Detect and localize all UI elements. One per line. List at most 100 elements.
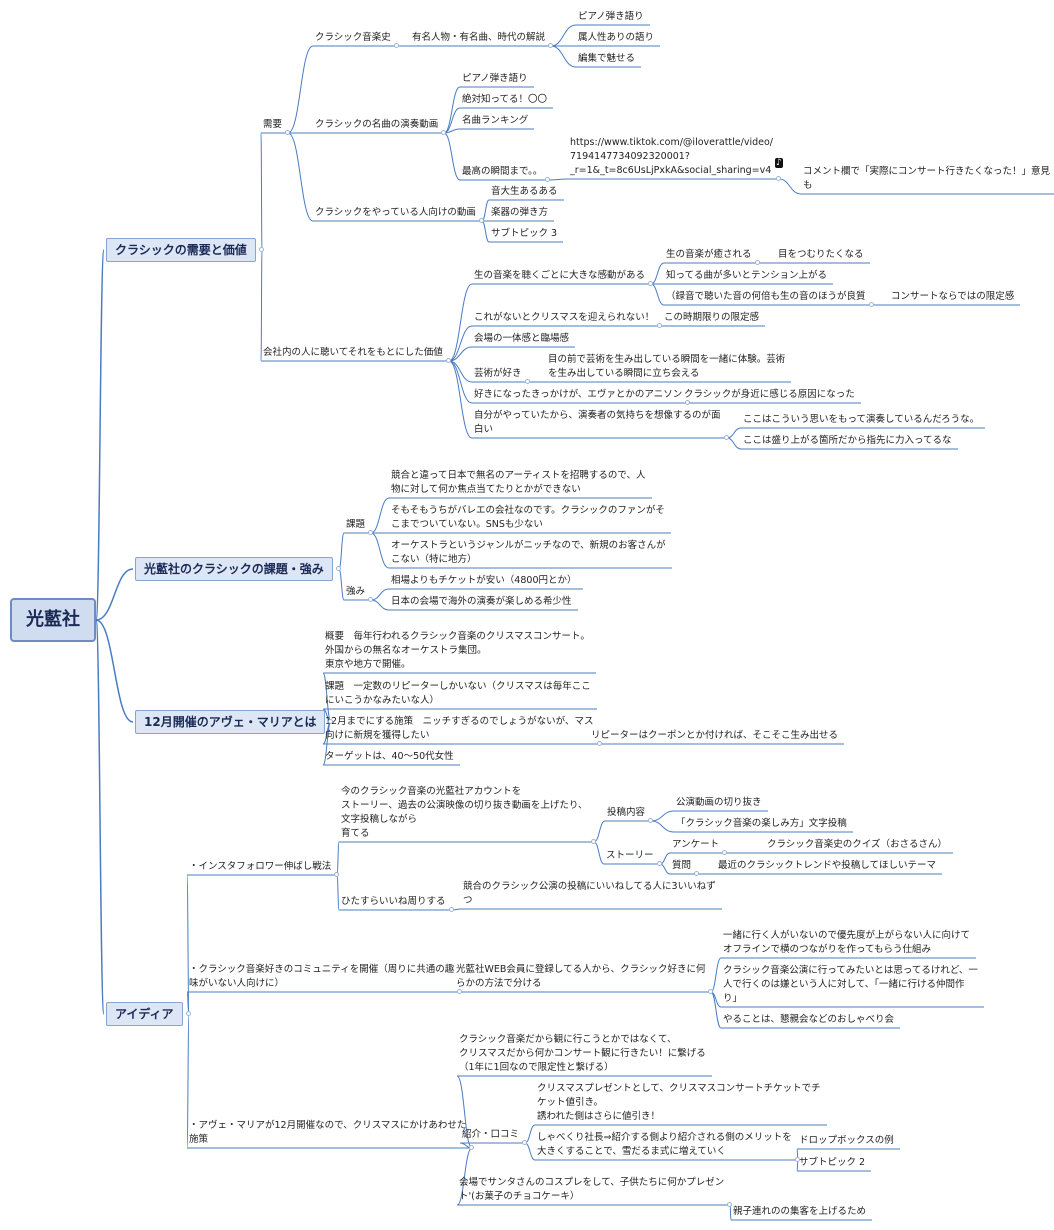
collapse-toggle-icon[interactable]: [776, 176, 781, 181]
topic-must-know[interactable]: 絶対知ってる！〇〇: [462, 94, 548, 105]
topic-repeater[interactable]: リピーターはクーポンとか付ければ、そこそこ生み出せる: [591, 730, 839, 741]
collapse-toggle-icon[interactable]: [548, 43, 553, 48]
collapse-toggle-icon[interactable]: [285, 130, 290, 135]
topic-company-value[interactable]: 会社内の人に聴いてそれをもとにした価値: [263, 347, 443, 358]
collapse-toggle-icon[interactable]: [368, 530, 373, 535]
topic-meetup[interactable]: やることは、懇親会などのおしゃべり会: [723, 1014, 895, 1025]
collapse-toggle-icon[interactable]: [755, 260, 760, 265]
topic-alone[interactable]: クラシック音楽公演に行ってみたいとは思ってるけれど、一 人で行くのは嫌という人に…: [723, 965, 978, 1004]
topic-challenge[interactable]: 課題 一定数のリピーターしかいない（クリスマスは毎年ここ にいこうかなみたいな人…: [325, 681, 591, 706]
topic-issue3[interactable]: オーケストラというジャンルがニッチなので、新規のお客さんが こない（特に地方）: [391, 540, 666, 565]
topic-strength2[interactable]: 日本の会場で海外の演奏が楽しめる希少性: [391, 596, 572, 607]
topic-players-video[interactable]: クラシックをやっている人向けの動画: [315, 207, 476, 218]
collapse-toggle-icon[interactable]: [441, 130, 446, 135]
topic-community[interactable]: ・クラシック音楽好きのコミュニティを開催（周りに共通の趣 味がいない人向けに）: [189, 964, 455, 989]
topic-limited-time[interactable]: この時期限りの限定感: [664, 312, 760, 323]
topic-enjoy-text[interactable]: 「クラシック音楽の楽しみ方」文字投稿: [676, 818, 847, 829]
topic-history[interactable]: クラシック音楽史: [315, 32, 391, 43]
tiktok-icon[interactable]: ♪: [775, 158, 783, 168]
collapse-toggle-icon[interactable]: [685, 400, 690, 405]
collapse-toggle-icon[interactable]: [648, 281, 653, 286]
topic-personality[interactable]: 属人性ありの語り: [578, 32, 655, 43]
topic-santa[interactable]: 会場でサンタさんのコスプレをして、子供たちに何かプレゼン ト'(お菓子のチョコケ…: [459, 1177, 725, 1202]
topic-ceo[interactable]: しゃべくり社長⇒紹介する側より紹介される側のメリットを 大きくすることで、雪だる…: [537, 1132, 792, 1157]
collapse-toggle-icon[interactable]: [259, 247, 264, 252]
topic-overview[interactable]: 概要 毎年行われるクラシック音楽のクリスマスコンサート。 外国からの無名なオーケ…: [325, 631, 590, 670]
topic-like-desc[interactable]: 競合のクラシック公演の投稿にいいねしてる人に3いいねず つ: [463, 881, 716, 906]
collapse-toggle-icon[interactable]: [727, 1202, 732, 1207]
topic-imagine[interactable]: 自分がやっていたから、演奏者の気持ちを想像するのが面 白い: [474, 410, 721, 435]
collapse-toggle-icon[interactable]: [186, 1011, 191, 1016]
collapse-toggle-icon[interactable]: [694, 871, 699, 876]
topic-art-lover[interactable]: 芸術が好き: [474, 368, 522, 379]
topic-history-desc[interactable]: 有名人物・有名曲、時代の解説: [412, 32, 546, 43]
collapse-toggle-icon[interactable]: [708, 989, 713, 994]
topic-no-christmas[interactable]: これがないとクリスマスを迎えられない！: [474, 312, 655, 323]
topic-editing[interactable]: 編集で魅せる: [578, 53, 636, 64]
collapse-toggle-icon[interactable]: [368, 597, 373, 602]
topic-referral[interactable]: 紹介・口コミ: [462, 1129, 520, 1140]
topic-issue2[interactable]: そもそもうちがバレエの会社なのです。クラシックのファンがそ こまでついていない。…: [391, 505, 665, 530]
topic-trigger[interactable]: 好きになったきっかけが、エヴァとかのアニソン: [474, 389, 683, 400]
main-topic-b1[interactable]: クラシックの需要と価値: [106, 238, 256, 262]
topic-imagine1[interactable]: ここはこういう思いをもって演奏しているんだろうな。: [743, 414, 980, 425]
topic-quiz[interactable]: クラシック音楽史のクイズ（おさるさん）: [767, 839, 948, 850]
collapse-toggle-icon[interactable]: [795, 1157, 800, 1162]
collapse-toggle-icon[interactable]: [724, 435, 729, 440]
topic-subtopic3[interactable]: サブトピック 3: [491, 228, 558, 239]
topic-close-eyes[interactable]: 目をつむりたくなる: [778, 249, 864, 260]
collapse-toggle-icon[interactable]: [525, 379, 530, 384]
collapse-toggle-icon[interactable]: [591, 839, 596, 844]
topic-big-sound[interactable]: 音大生あるある: [491, 186, 558, 197]
topic-demand[interactable]: 需要: [263, 119, 283, 130]
collapse-toggle-icon[interactable]: [722, 850, 727, 855]
topic-comment[interactable]: コメント欄で「実際にコンサート行きたくなった！」意見も: [803, 166, 1051, 191]
collapse-toggle-icon[interactable]: [522, 1140, 527, 1145]
topic-offline[interactable]: 一緒に行く人がいないので優先度が上がらない人に向けて オフラインで横のつながりを…: [723, 930, 971, 955]
topic-piano1[interactable]: ピアノ弾き語り: [578, 11, 644, 22]
collapse-toggle-icon[interactable]: [657, 861, 662, 866]
topic-live-moved[interactable]: 生の音楽を聴くごとに大きな感動がある: [474, 270, 646, 281]
collapse-toggle-icon[interactable]: [597, 741, 602, 746]
topic-strength1[interactable]: 相場よりもチケットが安い（4800円とか）: [391, 575, 577, 586]
collapse-toggle-icon[interactable]: [336, 566, 341, 571]
collapse-toggle-icon[interactable]: [394, 43, 399, 48]
topic-xmas-plan[interactable]: ・アヴェ・マリアが12月開催なので、クリスマスにかけあわせた 施策: [189, 1120, 467, 1145]
topic-live-heals[interactable]: 生の音楽が癒される: [666, 249, 752, 260]
root-topic[interactable]: 光藍社: [10, 598, 96, 642]
topic-how-to-play[interactable]: 楽器の弾き方: [491, 207, 549, 218]
topic-subtopic2[interactable]: サブトピック 2: [799, 1157, 866, 1168]
topic-best-moment[interactable]: 最高の瞬間まで。。: [462, 166, 543, 177]
topic-issue1[interactable]: 競合と違って日本で無名のアーティストを招聘するので、人 物に対して何か焦点当てた…: [391, 470, 646, 495]
collapse-toggle-icon[interactable]: [869, 302, 874, 307]
topic-piano2[interactable]: ピアノ弾き語り: [462, 73, 528, 84]
topic-trend[interactable]: 最近のクラシックトレンドや投稿してほしいテーマ: [718, 860, 937, 871]
collapse-toggle-icon[interactable]: [648, 818, 653, 823]
topic-web-member[interactable]: 光藍社WEB会員に登録してる人から、クラシック好きに何 らかの方法で分ける: [456, 964, 706, 989]
topic-target[interactable]: ターゲットは、40〜50代女性: [325, 751, 454, 762]
topic-like[interactable]: ひたすらいいね周りする: [341, 896, 446, 907]
topic-imagine2[interactable]: ここは盛り上がる箇所だから指先に力入ってるな: [743, 435, 952, 446]
topic-dropbox[interactable]: ドロップボックスの例: [799, 1135, 894, 1146]
topic-known-songs[interactable]: 知ってる曲が多いとテンション上がる: [666, 270, 828, 281]
collapse-toggle-icon[interactable]: [657, 323, 662, 328]
collapse-toggle-icon[interactable]: [328, 719, 333, 724]
topic-concert-only[interactable]: コンサートならではの限定感: [891, 291, 1015, 302]
topic-issues[interactable]: 課題: [346, 519, 366, 530]
topic-recorded[interactable]: （録音で聴いた音の何倍も生の音のほうが良質: [666, 291, 866, 302]
topic-question[interactable]: 質問: [672, 860, 692, 871]
topic-art-moment[interactable]: 目の前で芸術を生み出している瞬間を一緒に体験。芸術 を生み出している瞬間に立ち会…: [548, 354, 786, 379]
topic-survey[interactable]: アンケート: [672, 839, 720, 850]
collapse-toggle-icon[interactable]: [469, 1145, 474, 1150]
topic-insta[interactable]: ・インスタフォロワー伸ばし戦法: [189, 861, 332, 872]
topic-strengths[interactable]: 強み: [346, 586, 366, 597]
main-topic-b3[interactable]: 12月開催のアヴェ・マリアとは: [135, 710, 326, 734]
collapse-toggle-icon[interactable]: [457, 989, 462, 994]
collapse-toggle-icon[interactable]: [334, 872, 339, 877]
topic-unity[interactable]: 会場の一体感と臨場感: [474, 333, 570, 344]
topic-close-reason[interactable]: クラシックが身近に感じる原因になった: [684, 389, 855, 400]
topic-xmas-present[interactable]: クリスマスプレゼントとして、クリスマスコンサートチケットでチ ケット値引き。 誘…: [537, 1083, 821, 1122]
collapse-toggle-icon[interactable]: [479, 218, 484, 223]
main-topic-b2[interactable]: 光藍社のクラシックの課題・強み: [135, 557, 333, 581]
topic-family[interactable]: 親子連れのの集客を上げるため: [733, 1206, 867, 1217]
